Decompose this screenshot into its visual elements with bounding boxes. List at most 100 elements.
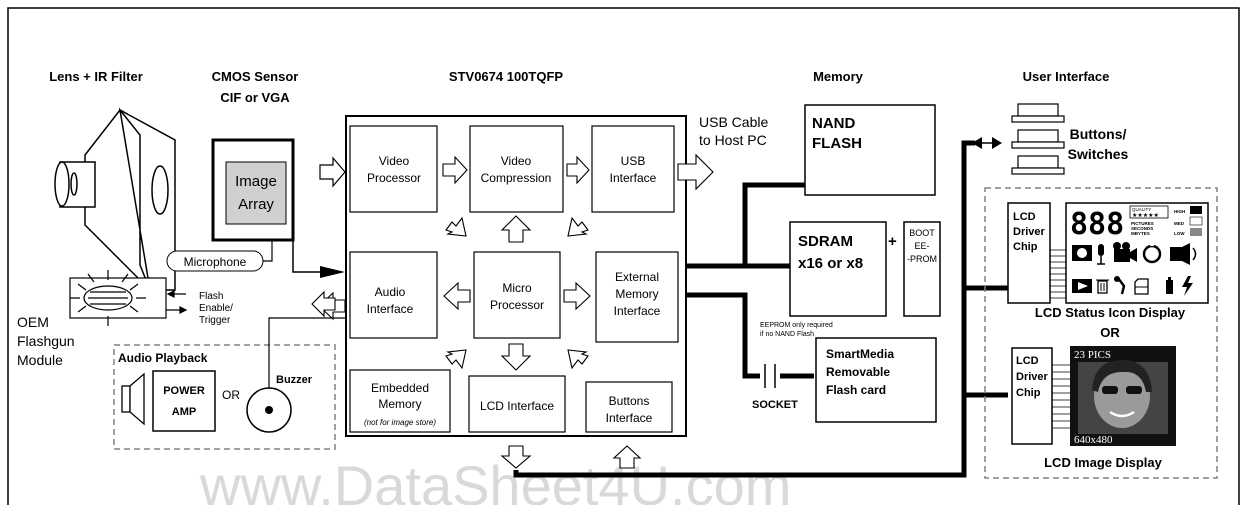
video-processor-line2: Processor xyxy=(367,171,421,185)
micro-processor-line1: Micro xyxy=(502,281,532,295)
eeprom-line2: EE- xyxy=(914,241,929,251)
lcd-driver-image-line1: LCD xyxy=(1016,355,1039,367)
usb-interface-line2: Interface xyxy=(610,171,657,185)
nand-line2: FLASH xyxy=(812,135,862,152)
microphone-icon xyxy=(1097,244,1105,265)
smartmedia-block xyxy=(815,337,937,423)
external-memory-block xyxy=(595,251,679,343)
speaker-symbol xyxy=(121,372,145,426)
flashgun-label-line2: Flashgun xyxy=(17,333,75,349)
status-digits: 888 xyxy=(1070,207,1124,242)
eeprom-note-line2: if no NAND Flash xyxy=(760,331,814,338)
header-lens: Lens + IR Filter xyxy=(49,69,143,84)
lcd-options-group xyxy=(984,187,1218,479)
info-line3: MBYTES xyxy=(1131,231,1150,236)
usb-cable-line1: USB Cable xyxy=(699,114,768,130)
image-caption-bottom: 640x480 xyxy=(1074,434,1113,446)
flashgun-label-line1: OEM xyxy=(17,314,49,330)
self-timer-icon xyxy=(1142,242,1162,264)
flash-signal-line3: Trigger xyxy=(199,315,231,326)
header-user-interface: User Interface xyxy=(1023,69,1110,84)
eeprom-line1: BOOT xyxy=(909,228,935,238)
buttons-switches-line1: Buttons/ xyxy=(1070,126,1127,142)
micro-processor-line2: Processor xyxy=(490,298,544,312)
socket-symbol xyxy=(764,364,776,388)
lens-illustration xyxy=(54,107,176,291)
sdram-line2: x16 or x8 xyxy=(798,255,863,272)
info-line2: SECONDS xyxy=(1131,226,1153,231)
buttons-switches-illustration xyxy=(1011,103,1065,175)
embedded-memory-block xyxy=(349,369,451,433)
audio-interface-line1: Audio xyxy=(375,285,406,299)
embedded-memory-note: (not for image store) xyxy=(364,418,436,427)
power-amp-line1: POWER xyxy=(163,385,205,397)
micro-processor-block xyxy=(473,251,561,339)
lcd-status-display-label: LCD Status Icon Display xyxy=(1035,305,1186,320)
lcd-driver-chip-status xyxy=(1007,202,1051,304)
smartmedia-line3: Flash card xyxy=(826,383,886,397)
eeprom-line3: -PROM xyxy=(907,254,937,264)
eeprom-note-line1: EEPROM only required xyxy=(760,322,833,329)
play-icon xyxy=(1072,279,1092,293)
flashgun-label-line3: Module xyxy=(17,352,63,368)
header-cmos-line1: CMOS Sensor xyxy=(212,69,299,84)
audio-or-label: OR xyxy=(222,388,240,402)
external-memory-line3: Interface xyxy=(614,304,661,318)
header-memory: Memory xyxy=(813,69,864,84)
boot-eeprom-block xyxy=(903,221,941,317)
lcd-driver-status-line2: Driver xyxy=(1013,226,1046,238)
socket-label: SOCKET xyxy=(752,399,798,411)
external-memory-line1: External xyxy=(615,270,659,284)
smartmedia-line1: SmartMedia xyxy=(826,347,894,361)
microphone-label: Microphone xyxy=(184,255,247,269)
lcd-interface-label: LCD Interface xyxy=(480,399,554,413)
lcd-driver-image-line3: Chip xyxy=(1016,387,1041,399)
lcd-image-display xyxy=(1070,346,1176,446)
lcd-image-display-label: LCD Image Display xyxy=(1044,455,1163,470)
buzzer-label: Buzzer xyxy=(276,374,313,386)
memory-card-icon xyxy=(1134,278,1149,295)
external-memory-line2: Memory xyxy=(615,287,658,301)
audio-playback-group xyxy=(113,344,336,450)
level-low: LOW xyxy=(1174,231,1185,236)
level-high: HIGH xyxy=(1174,209,1185,214)
smartmedia-line2: Removable xyxy=(826,365,890,379)
settings-icon xyxy=(1114,276,1126,295)
image-array-line2: Array xyxy=(238,196,274,213)
status-lcd-connector xyxy=(1050,249,1066,299)
image-caption-top: 23 PICS xyxy=(1074,349,1111,361)
audio-interface-line2: Interface xyxy=(367,302,414,316)
nand-flash-block xyxy=(804,104,936,196)
audio-playback-title: Audio Playback xyxy=(118,351,208,365)
watermark: www.DataSheet4U.com xyxy=(199,454,791,505)
image-lcd-connector xyxy=(1052,364,1070,429)
or-separator: OR xyxy=(1100,325,1120,340)
plus-sign: + xyxy=(888,233,897,250)
video-compression-line1: Video xyxy=(501,154,532,168)
camera-icon xyxy=(1072,245,1092,261)
memory-bus xyxy=(513,140,1008,478)
header-chip: STV0674 100TQFP xyxy=(449,69,563,84)
lcd-driver-chip-image xyxy=(1011,347,1053,445)
video-processor-line1: Video xyxy=(379,154,410,168)
cmos-sensor: Image Array xyxy=(211,138,295,242)
video-compression-block xyxy=(469,125,564,213)
level-med: MED xyxy=(1174,221,1185,226)
flash-signal-line1: Flash xyxy=(199,291,223,302)
image-array-line1: Image xyxy=(235,173,277,190)
sdram-block xyxy=(789,221,887,317)
usb-interface-block xyxy=(591,125,675,213)
diagram-frame xyxy=(7,7,1240,505)
buttons-interface-block xyxy=(585,381,673,433)
nand-line1: NAND xyxy=(812,115,855,132)
flash-icon xyxy=(1182,276,1193,296)
embedded-memory-line2: Memory xyxy=(378,397,421,411)
power-amp-line2: AMP xyxy=(172,406,196,418)
embedded-memory-line1: Embedded xyxy=(371,381,429,395)
buttons-interface-line2: Interface xyxy=(606,411,653,425)
audio-interface-block xyxy=(349,251,438,339)
level-bars xyxy=(1189,206,1203,236)
info-line1: PICTURES xyxy=(1131,221,1154,226)
lcd-driver-status-line3: Chip xyxy=(1013,241,1038,253)
